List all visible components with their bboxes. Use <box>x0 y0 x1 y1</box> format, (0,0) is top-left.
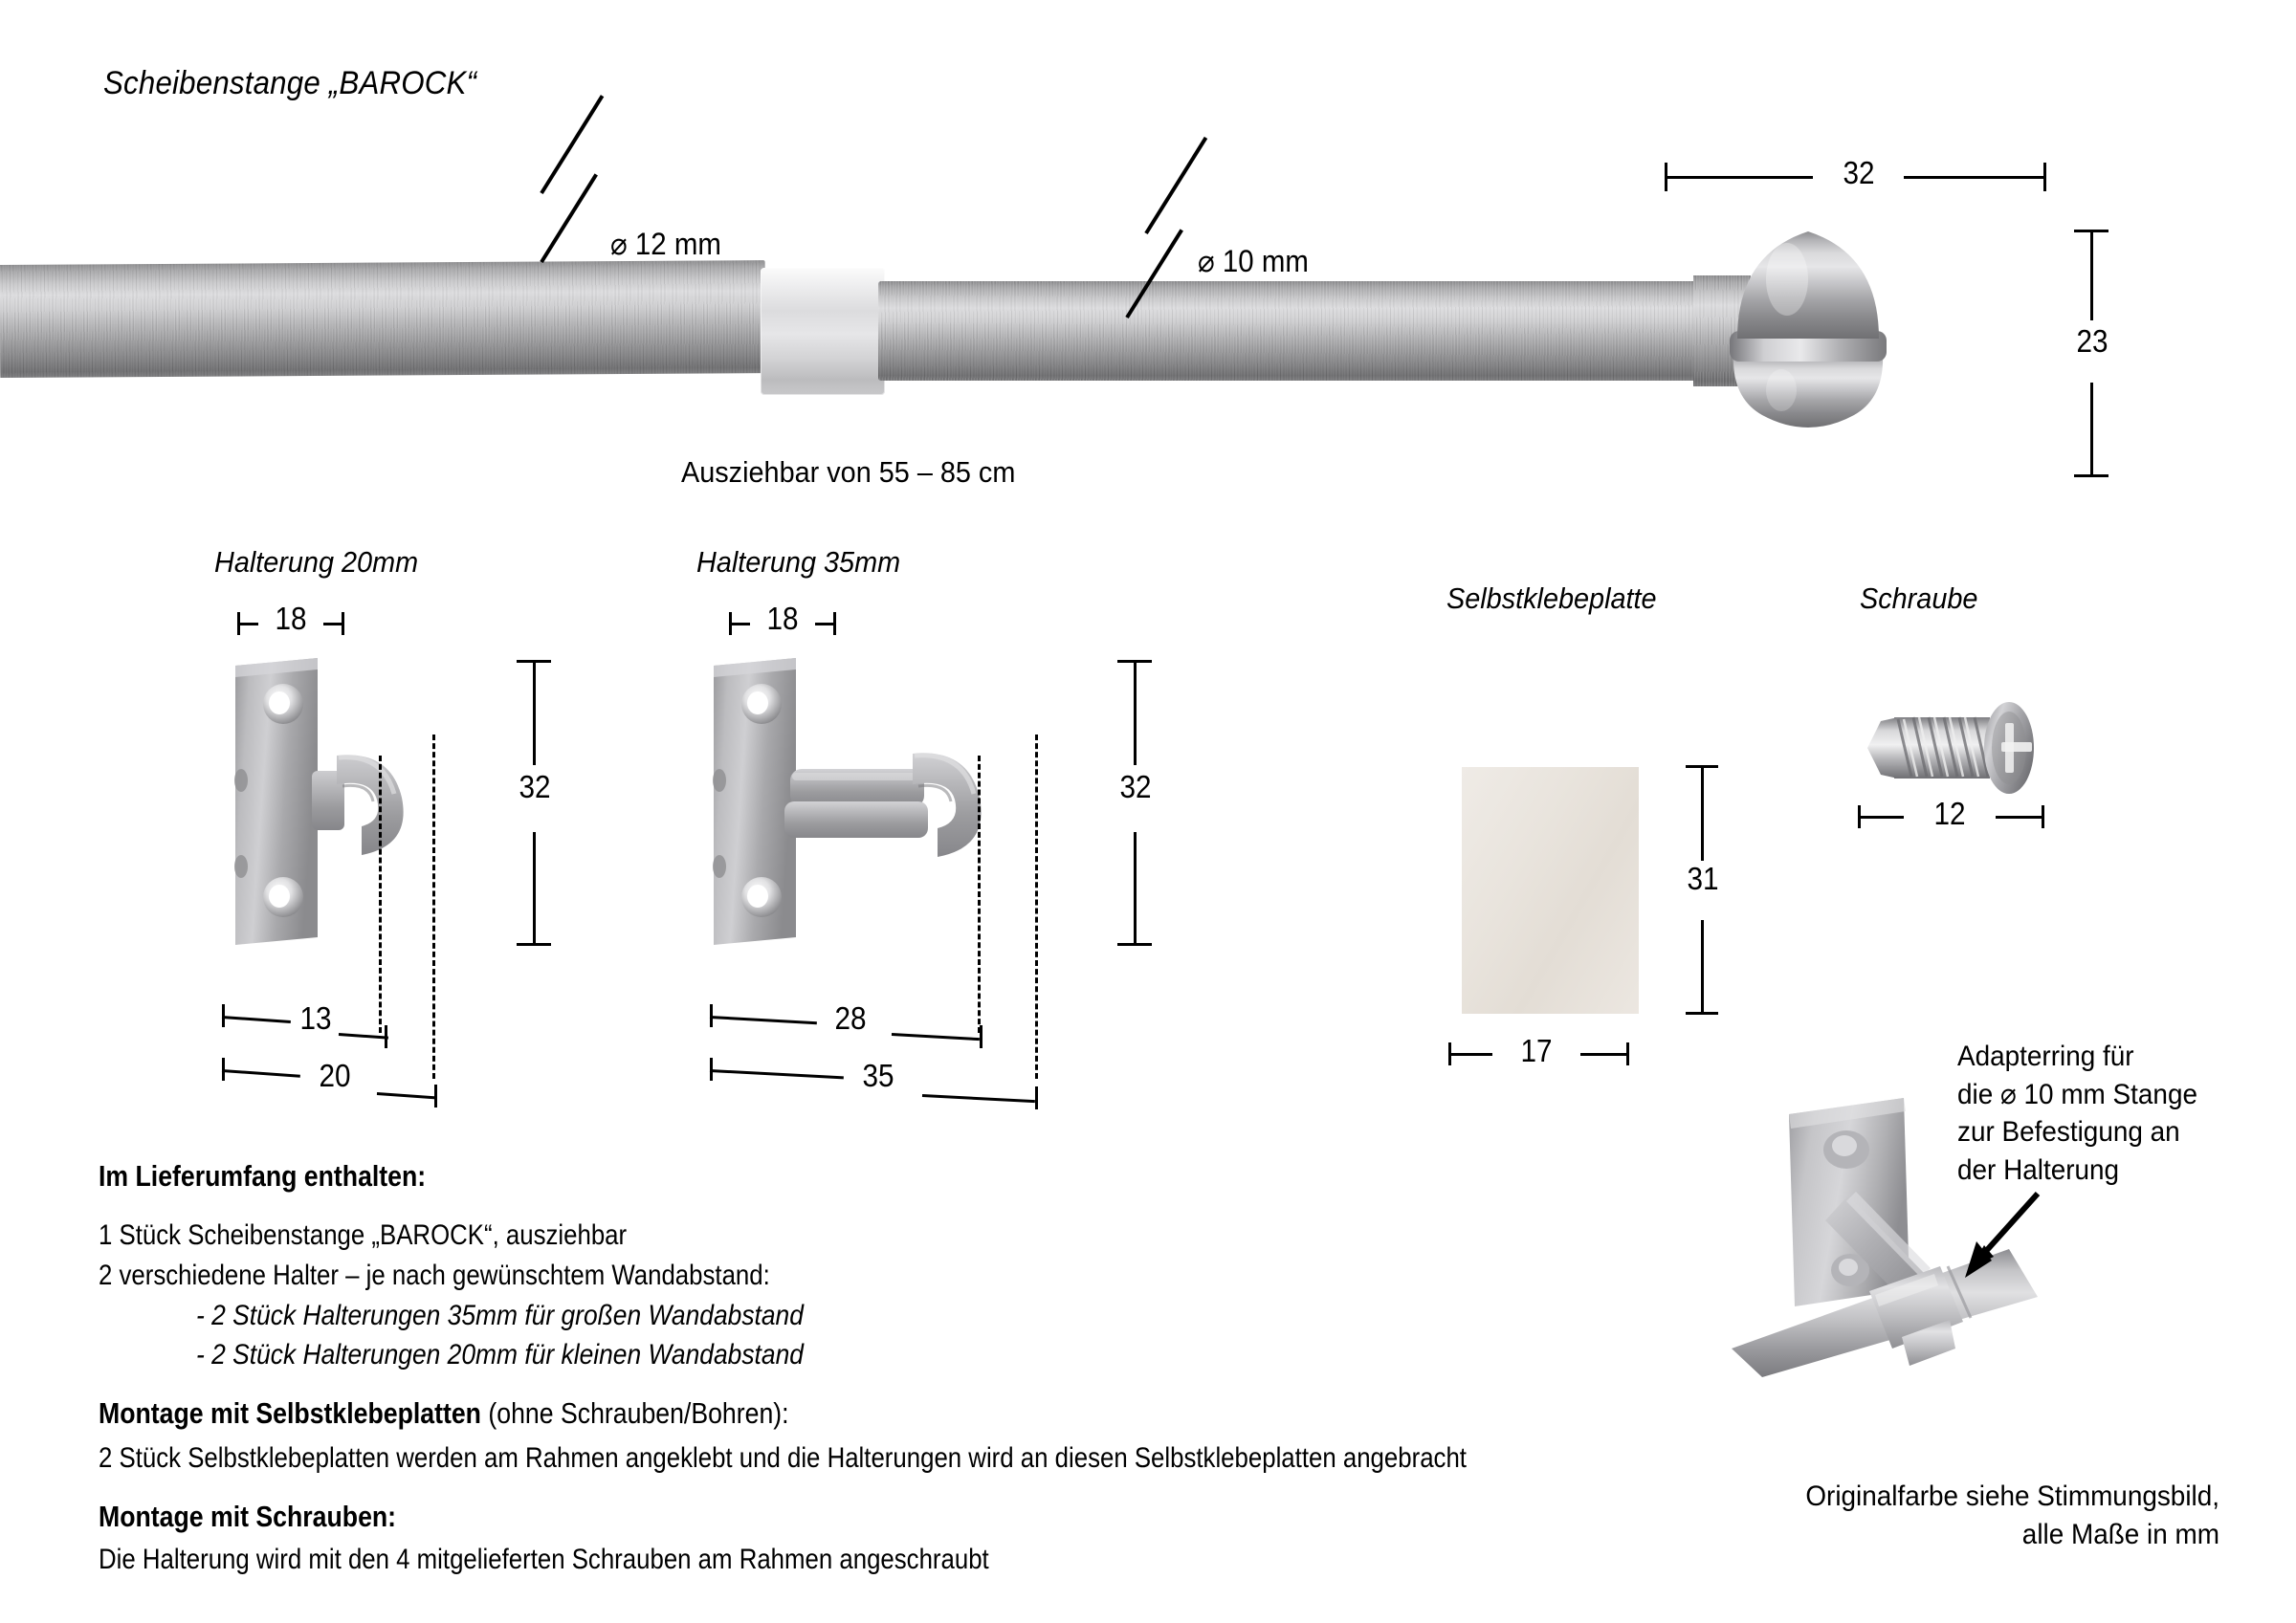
label-diameter-10mm: ⌀ 10 mm <box>1198 244 1309 278</box>
adapter-note-line-1: Adapterring für <box>1957 1041 2134 1072</box>
mounting-adhesive-heading-rest: (ohne Schrauben/Bohren): <box>480 1396 789 1430</box>
dim-value-screw-length: 12 <box>1933 796 1966 831</box>
adhesive-plate-figure <box>1462 767 1639 1014</box>
adapter-note-line-3: zur Befestigung an <box>1957 1116 2180 1149</box>
bracket-35-figure <box>708 658 1071 954</box>
dim-bracket20-width: 18 <box>237 601 344 647</box>
rod-telescope-collar <box>761 268 885 395</box>
label-diameter-12mm: ⌀ 12 mm <box>610 227 721 261</box>
footer-note-line-2: alle Maße in mm <box>2021 1519 2219 1550</box>
dim-value-bracket20-depth-outer: 20 <box>319 1058 351 1093</box>
rod-thick-segment <box>0 260 766 378</box>
dim-value-bracket35-depth-inner: 28 <box>834 1000 867 1036</box>
dim-value-adhesive-width: 17 <box>1520 1033 1553 1068</box>
dim-bracket35-width: 18 <box>729 601 836 647</box>
adhesive-plate-heading: Selbstklebeplatte <box>1446 581 1657 615</box>
ref-line-bracket20-outer <box>432 735 435 1079</box>
footer-note-line-1: Originalfarbe siehe Stimmungsbild, <box>1805 1480 2219 1512</box>
dim-bracket35-depth-outer: 35 <box>709 1056 1043 1111</box>
delivery-line-1: 1 Stück Scheibenstange „BAROCK“, auszieh… <box>99 1219 628 1251</box>
ref-line-bracket20-inner <box>379 756 382 1033</box>
bracket-20-heading: Halterung 20mm <box>214 545 419 579</box>
finial-barock <box>1712 210 1904 450</box>
adapter-note-line-2: die ⌀ 10 mm Stange <box>1957 1078 2197 1110</box>
caption-extendable-range: Ausziehbar von 55 – 85 cm <box>681 455 1016 489</box>
dim-value-bracket35-height: 32 <box>1119 769 1152 804</box>
ref-line-bracket35-outer <box>1035 735 1038 1079</box>
delivery-sub-line-2: - 2 Stück Halterungen 20mm für kleinen W… <box>196 1339 804 1371</box>
delivery-sub-line-1: - 2 Stück Halterungen 35mm für großen Wa… <box>196 1300 804 1331</box>
delivery-line-2: 2 verschiedene Halter – je nach gewünsch… <box>99 1260 770 1291</box>
dim-value-bracket20-width: 18 <box>275 601 307 636</box>
dim-value-bracket35-width: 18 <box>766 601 799 636</box>
adapter-ring-figure <box>1722 1062 2258 1377</box>
screw-heading: Schraube <box>1860 581 1978 615</box>
rod-thin-segment <box>878 281 1720 381</box>
adapter-note-line-4: der Halterung <box>1957 1153 2120 1186</box>
leader-line-dia10 <box>1144 136 1208 235</box>
dim-value-bracket20-depth-inner: 13 <box>299 1000 332 1036</box>
dim-value-finial-height: 23 <box>2076 323 2108 359</box>
bracket-35-heading: Halterung 35mm <box>696 545 901 579</box>
dim-bracket20-depth-outer: 20 <box>221 1056 442 1109</box>
adapter-ring-arrow <box>1942 1186 2057 1301</box>
dim-bracket35-height: 32 <box>1117 660 1163 947</box>
bracket-20-figure <box>230 658 469 954</box>
mounting-screws-heading: Montage mit Schrauben: <box>99 1500 397 1533</box>
dim-value-finial-width: 32 <box>1843 155 1875 190</box>
dim-value-adhesive-height: 31 <box>1687 861 1719 896</box>
dim-bracket20-depth-inner: 13 <box>221 1000 389 1050</box>
adapter-ring-note: Adapterring für die ⌀ 10 mm Stange zur B… <box>1957 1038 2251 1189</box>
screw-figure <box>1856 689 2066 813</box>
dim-bracket20-height: 32 <box>517 660 563 947</box>
dim-finial-height: 23 <box>2074 230 2120 478</box>
dim-adhesive-height: 31 <box>1686 765 1732 1016</box>
footer-note: Originalfarbe siehe Stimmungsbild, alle … <box>1684 1480 2219 1551</box>
dim-value-bracket35-depth-outer: 35 <box>862 1058 894 1093</box>
finial-shape <box>1730 231 1887 428</box>
dim-bracket35-depth-inner: 28 <box>709 1000 985 1052</box>
rod-assembly-figure <box>0 231 2038 488</box>
mounting-adhesive-text: 2 Stück Selbstklebeplatten werden am Rah… <box>99 1442 1467 1474</box>
dim-value-bracket20-height: 32 <box>519 769 551 804</box>
dim-finial-width: 32 <box>1665 155 2047 207</box>
mounting-adhesive-heading: Montage mit Selbstklebeplatten (ohne Sch… <box>99 1396 789 1431</box>
delivery-heading: Im Lieferumfang enthalten: <box>99 1159 427 1193</box>
mounting-screws-text: Die Halterung wird mit den 4 mitgeliefer… <box>99 1544 989 1575</box>
ref-line-bracket35-inner <box>978 756 981 1033</box>
page-title: Scheibenstange „BAROCK“ <box>103 65 477 101</box>
mounting-adhesive-heading-bold: Montage mit Selbstklebeplatten <box>99 1396 481 1430</box>
dim-screw-length: 12 <box>1858 796 2049 844</box>
dim-adhesive-width: 17 <box>1448 1033 1632 1081</box>
